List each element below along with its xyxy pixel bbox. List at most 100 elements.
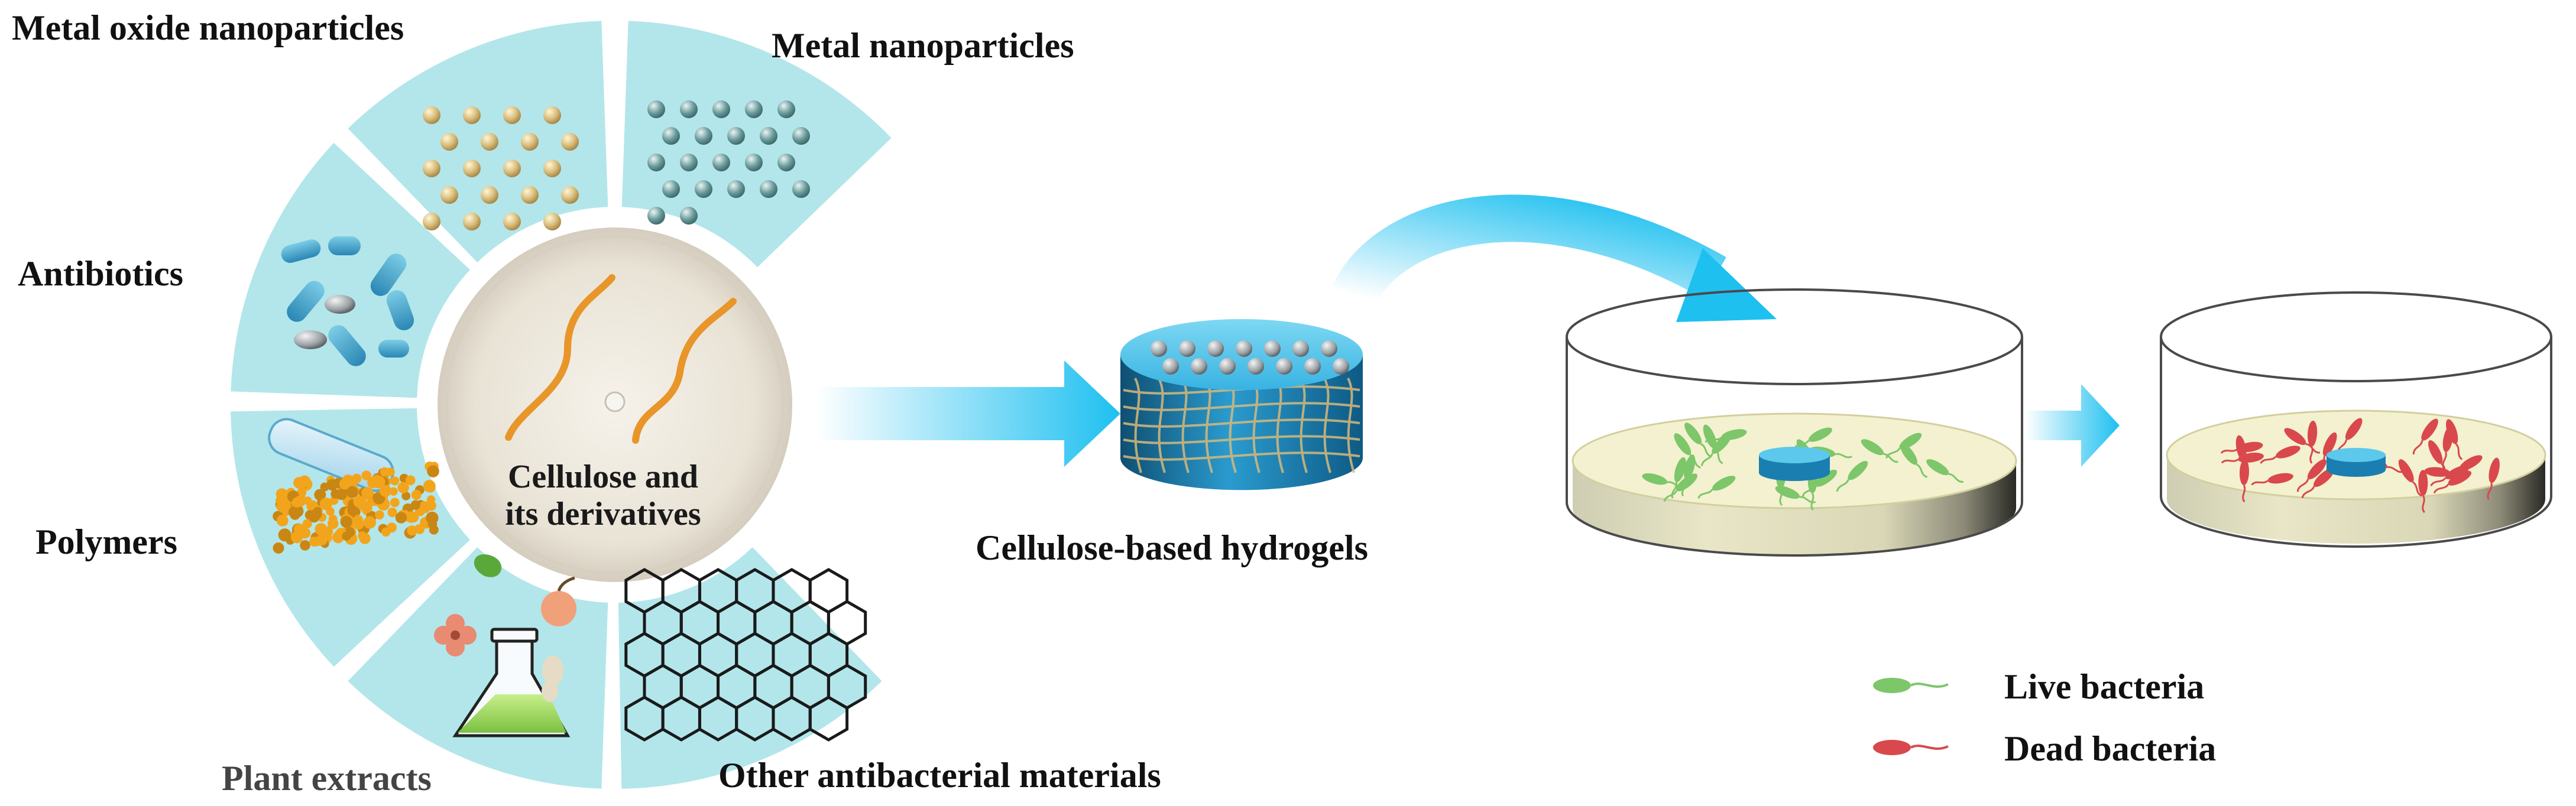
bacterium [2284,428,2321,454]
granule [302,519,312,529]
legend: Live bacteria Dead bacteria [1873,667,2216,768]
metal-oxide-dot [463,160,481,177]
granule [273,542,284,554]
granule [288,506,300,518]
hydrogel-particle [1162,358,1179,375]
granule [389,487,398,496]
sector-metal [621,21,892,268]
granule [319,498,333,511]
metal-oxide-dot [463,106,481,124]
metal-dot [647,207,665,225]
granule [320,482,329,492]
granule [300,540,310,551]
curved-arrow [1332,194,1777,322]
granule [390,498,400,508]
granule [322,526,333,537]
label-other-materials: Other antibacterial materials [718,756,1161,795]
bacterium [1697,476,1736,499]
metal-oxide-dot [503,213,521,230]
bacterium [2301,468,2334,499]
metal-oxide-dot [440,186,458,204]
legend-dead-swatch [1873,740,1949,755]
granule [339,478,351,490]
granule [276,500,287,512]
metal-oxide-dot [463,213,481,230]
bacterium [1705,429,1747,443]
bacterium [2446,419,2463,460]
label-antibiotics: Antibiotics [18,254,183,293]
metal-dot [777,100,795,118]
granule [327,518,339,529]
granule [336,489,347,500]
antibiotics-pills [281,236,414,366]
metal-dot [712,154,730,171]
metal-oxide-dot [561,186,579,204]
bacterium [1663,473,1698,502]
granule [426,500,436,511]
granule [407,525,417,536]
label-center-line1: Cellulose and [508,459,698,495]
granule [346,486,358,498]
legend-live-swatch [1873,678,1949,693]
metal-dot [745,154,763,171]
granule [387,508,397,518]
metal-oxide-dot [543,160,561,177]
granule [401,491,411,500]
metal-oxide-dot [481,133,498,151]
hydrogel-particle [1264,340,1281,357]
hydrogel-particle [1304,358,1321,375]
bacterium [2398,459,2423,497]
bacterium [2487,457,2500,500]
bacterium [2220,441,2263,454]
metal-oxide-dot [503,160,521,177]
metal-dot [647,100,665,118]
metal-dot [712,100,730,118]
hydrogel-particle [1236,340,1252,357]
metal-dot [695,127,712,145]
granule [316,534,328,545]
bacterium [2296,459,2326,492]
granule [411,489,422,500]
granule [296,488,307,498]
metal-oxide-dot [503,106,521,124]
granule [427,465,439,477]
granule [340,516,352,528]
granule [291,531,303,544]
label-metal: Metal nanoparticles [772,26,1074,65]
bacterium [2412,418,2438,455]
label-metal-oxide: Metal oxide nanoparticles [12,8,404,47]
granule [410,500,420,510]
hydrogel-particle [1248,358,1264,375]
granule [429,525,439,535]
hydrogel-cylinder [1120,319,1363,490]
hydrogel-particle [1292,340,1309,357]
metal-oxide-dot [423,160,440,177]
hydrogel-particle [1333,358,1349,375]
granule [361,487,374,499]
metal-oxide-dot [521,186,539,204]
granule [363,516,377,529]
legend-live-label: Live bacteria [2004,667,2204,706]
metal-oxide-dot [481,186,498,204]
granule [381,527,391,537]
bacterium [2260,446,2300,464]
sector-metal-oxide [348,21,608,263]
metal-particles [647,100,810,225]
metal-dot [727,180,745,198]
metal-oxide-dot [561,133,579,151]
granule [326,507,335,516]
bacterium [1836,461,1868,492]
hexagon [808,696,849,742]
metal-oxide-dot [543,106,561,124]
graphene-lattice [624,568,867,742]
small-arrow [2025,384,2120,467]
metal-dot [680,207,698,225]
granule [326,479,338,491]
hydrogel-particle [1191,358,1207,375]
metal-oxide-dot [423,213,440,230]
cellulose-disc [432,222,798,588]
granule [347,504,359,516]
hydrogel-particle [1219,358,1236,375]
petri-dish-live [1566,288,2023,557]
granule [423,480,436,493]
